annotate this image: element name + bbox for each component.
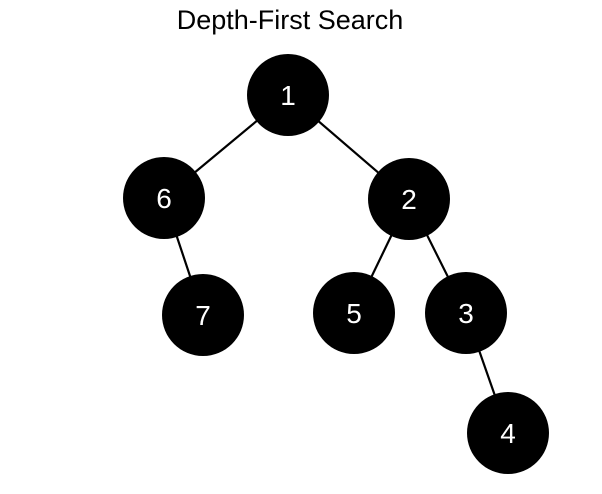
tree-node-2 xyxy=(368,158,450,240)
tree-node-1 xyxy=(247,54,329,136)
node-label-6: 6 xyxy=(156,183,172,214)
tree-node-7 xyxy=(162,274,244,356)
node-label-4: 4 xyxy=(500,418,516,449)
tree-node-4 xyxy=(467,392,549,474)
node-label-7: 7 xyxy=(195,300,211,331)
node-label-2: 2 xyxy=(401,184,417,215)
node-label-1: 1 xyxy=(280,80,296,111)
tree-node-5 xyxy=(313,272,395,354)
node-label-5: 5 xyxy=(346,298,362,329)
node-label-3: 3 xyxy=(458,298,474,329)
diagram-title: Depth-First Search xyxy=(176,5,404,35)
tree-node-3 xyxy=(425,272,507,354)
tree-node-6 xyxy=(123,157,205,239)
